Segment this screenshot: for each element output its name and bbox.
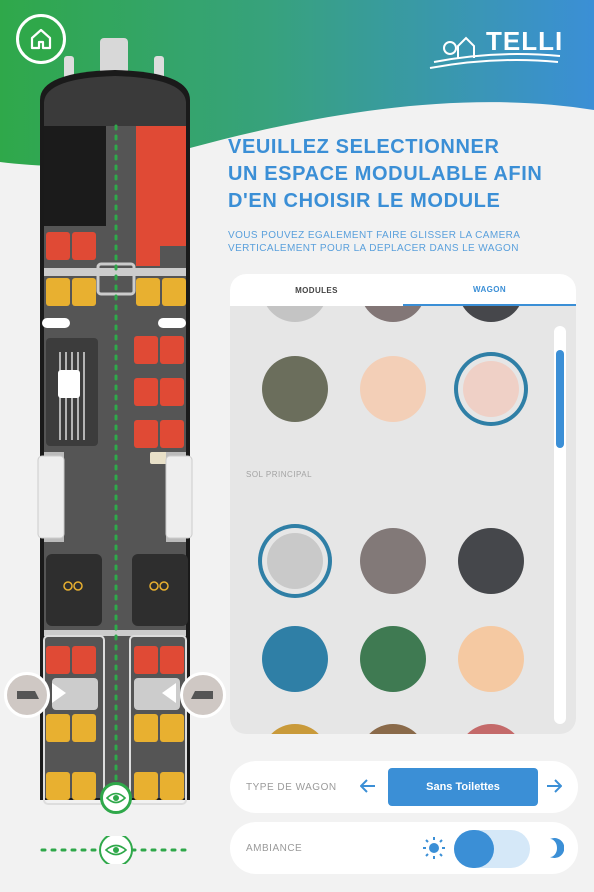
color-swatch[interactable] (262, 724, 328, 734)
color-swatch[interactable] (458, 306, 524, 322)
panel-tabs: MODULES WAGON (230, 274, 576, 306)
play-right-icon[interactable] (162, 683, 176, 703)
color-swatch[interactable] (360, 528, 426, 594)
customization-panel: MODULES WAGON SOL PRINCIPAL (230, 274, 576, 734)
title-line: D'EN CHOISIR LE MODULE (228, 190, 501, 212)
scrollbar-thumb[interactable] (556, 350, 564, 448)
camera-left-button[interactable] (4, 672, 50, 718)
color-swatch[interactable] (262, 356, 328, 422)
color-swatch-selected[interactable] (267, 533, 323, 589)
page-subtitle: VOUS POUVEZ EGALEMENT FAIRE GLISSER LA C… (228, 229, 578, 255)
color-swatch[interactable] (458, 528, 524, 594)
arrow-left-icon (360, 779, 375, 793)
color-swatch-selected[interactable] (463, 361, 519, 417)
color-swatch[interactable] (262, 626, 328, 692)
moon-icon (550, 838, 564, 858)
ambiance-row: AMBIANCE (230, 822, 578, 874)
arrow-right-button[interactable] (542, 774, 566, 798)
color-swatch[interactable] (360, 356, 426, 422)
color-swatch[interactable] (360, 724, 426, 734)
page-title: VEUILLEZ SELECTIONNER UN ESPACE MODULABL… (228, 134, 588, 215)
ambiance-label: AMBIANCE (246, 842, 303, 854)
camera-slider[interactable] (40, 836, 200, 864)
eye-icon (106, 792, 126, 804)
brand-name: TELLI (486, 26, 564, 56)
wagon-type-label: TYPE DE WAGON (246, 781, 337, 793)
camera-right-button[interactable] (180, 672, 226, 718)
camera-position-marker[interactable] (100, 782, 132, 814)
scrollbar-track[interactable] (554, 326, 566, 724)
color-swatch[interactable] (458, 724, 524, 734)
tab-wagon[interactable]: WAGON (403, 274, 576, 306)
arrow-left-button[interactable] (356, 774, 380, 798)
toggle-knob[interactable] (454, 830, 494, 868)
tab-modules[interactable]: MODULES (295, 285, 338, 295)
train-wagon-view[interactable] (0, 20, 230, 820)
wagon-type-value: Sans Toilettes (388, 768, 538, 806)
home-button[interactable] (16, 14, 66, 64)
sun-icon (423, 837, 445, 859)
swatch-list[interactable]: SOL PRINCIPAL (230, 306, 576, 734)
play-left-icon[interactable] (52, 683, 66, 703)
section-label-floor: SOL PRINCIPAL (246, 470, 313, 479)
color-swatch[interactable] (458, 626, 524, 692)
color-swatch[interactable] (262, 306, 328, 322)
camera-icon (191, 691, 213, 699)
camera-icon (17, 691, 39, 699)
arrow-right-icon (547, 779, 562, 793)
ambiance-toggle[interactable] (454, 830, 530, 868)
home-icon (30, 28, 52, 50)
title-line: VEUILLEZ SELECTIONNER (228, 136, 500, 158)
color-swatch[interactable] (360, 626, 426, 692)
brand-logo: TELLI (426, 22, 566, 72)
subtitle-line: VERTICALEMENT POUR LA DEPLACER DANS LE W… (228, 243, 519, 254)
color-swatch[interactable] (360, 306, 426, 322)
subtitle-line: VOUS POUVEZ EGALEMENT FAIRE GLISSER LA C… (228, 230, 521, 241)
wagon-type-row: TYPE DE WAGON Sans Toilettes (230, 761, 578, 813)
title-line: UN ESPACE MODULABLE AFIN (228, 163, 543, 185)
